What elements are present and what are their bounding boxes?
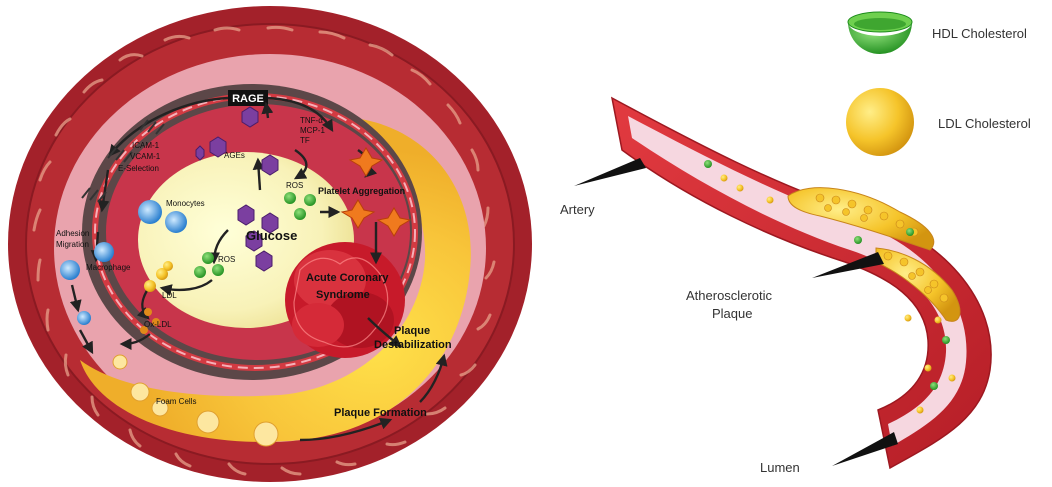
icam-label: ICAM-1	[132, 141, 160, 150]
ros-top-label: ROS	[286, 181, 303, 190]
plaque-formation-label: Plaque Formation	[334, 407, 427, 419]
mcp-label: MCP-1	[300, 126, 325, 135]
glucose-label: Glucose	[246, 228, 297, 243]
oxldl-label: Ox-LDL	[144, 320, 172, 329]
plaque-destab-line2: Destabilization	[374, 339, 452, 351]
athero-label-line1: Atherosclerotic	[686, 288, 772, 303]
macrophage-label: Macrophage	[86, 263, 131, 272]
adhesion-label: Adhesion	[56, 229, 89, 238]
tf-label: TF	[300, 136, 310, 145]
migration-label: Migration	[56, 240, 89, 249]
artery-pointer	[574, 158, 646, 186]
tnf-label: TNF-α	[300, 116, 323, 125]
ages-label: AGEs	[224, 151, 245, 160]
acs-label-line1: Acute Coronary	[306, 272, 389, 284]
vcam-label: VCAM-1	[130, 152, 161, 161]
athero-label-line2: Plaque	[712, 306, 752, 321]
hdl-legend: HDL Cholesterol	[848, 12, 1027, 54]
ros-lower-label: ROS	[218, 255, 235, 264]
platelet-aggregation-label: Platelet Aggregation	[318, 186, 405, 196]
plaque-destab-line1: Plaque	[394, 325, 430, 337]
hdl-label: HDL Cholesterol	[932, 26, 1027, 41]
artery-longitudinal: HDL Cholesterol LDL Cholesterol	[560, 12, 1031, 475]
foam-cells-label: Foam Cells	[156, 397, 196, 406]
ldl-legend: LDL Cholesterol	[846, 88, 1031, 156]
eselection-label: E-Selection	[118, 164, 159, 173]
acs-label-line2: Syndrome	[316, 289, 370, 301]
rage-label: RAGE	[232, 93, 264, 105]
vessel-cross-section: RAGE	[8, 6, 532, 482]
lumen-label: Lumen	[760, 460, 800, 475]
ldl-label: LDL	[162, 291, 177, 300]
artery-label: Artery	[560, 202, 595, 217]
monocytes-label: Monocytes	[166, 199, 205, 208]
ldl-label-right: LDL Cholesterol	[938, 116, 1031, 131]
ldl-cholesterol-icon	[846, 88, 914, 156]
